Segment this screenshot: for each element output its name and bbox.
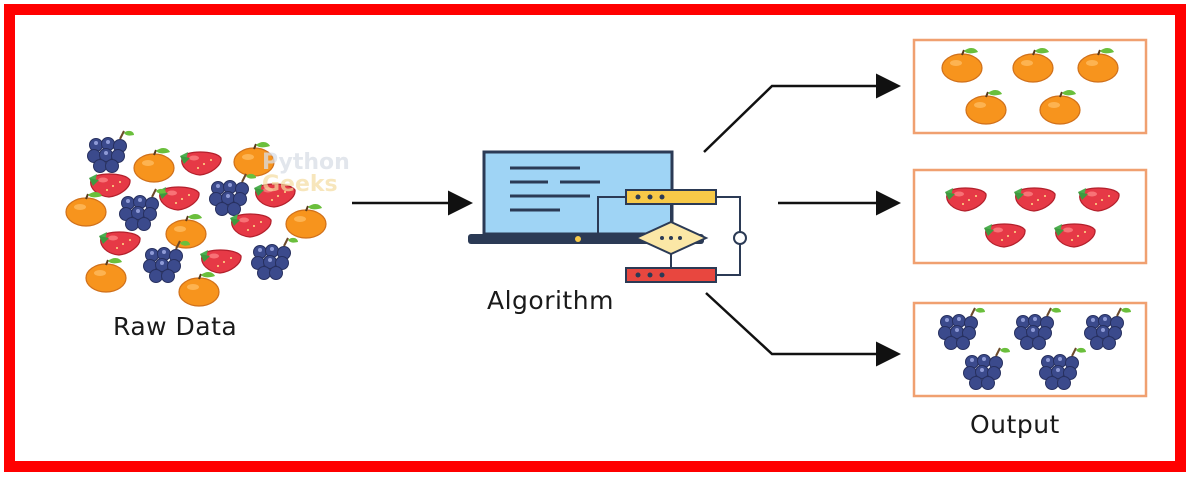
output-box-oranges [912, 38, 1148, 135]
raw-data-label: Raw Data [113, 312, 238, 341]
watermark-text-line2: Geeks [262, 172, 338, 197]
arrow-to-output-oranges [703, 73, 901, 153]
output-label: Output [970, 410, 1060, 439]
algorithm-laptop-icon [468, 150, 747, 283]
output-box-strawberries [912, 168, 1148, 265]
arrow-to-output-grapes [705, 292, 901, 367]
algorithm-label: Algorithm [487, 286, 614, 315]
watermark-text-line1: Python [262, 150, 350, 175]
output-box-grapes [912, 301, 1148, 398]
